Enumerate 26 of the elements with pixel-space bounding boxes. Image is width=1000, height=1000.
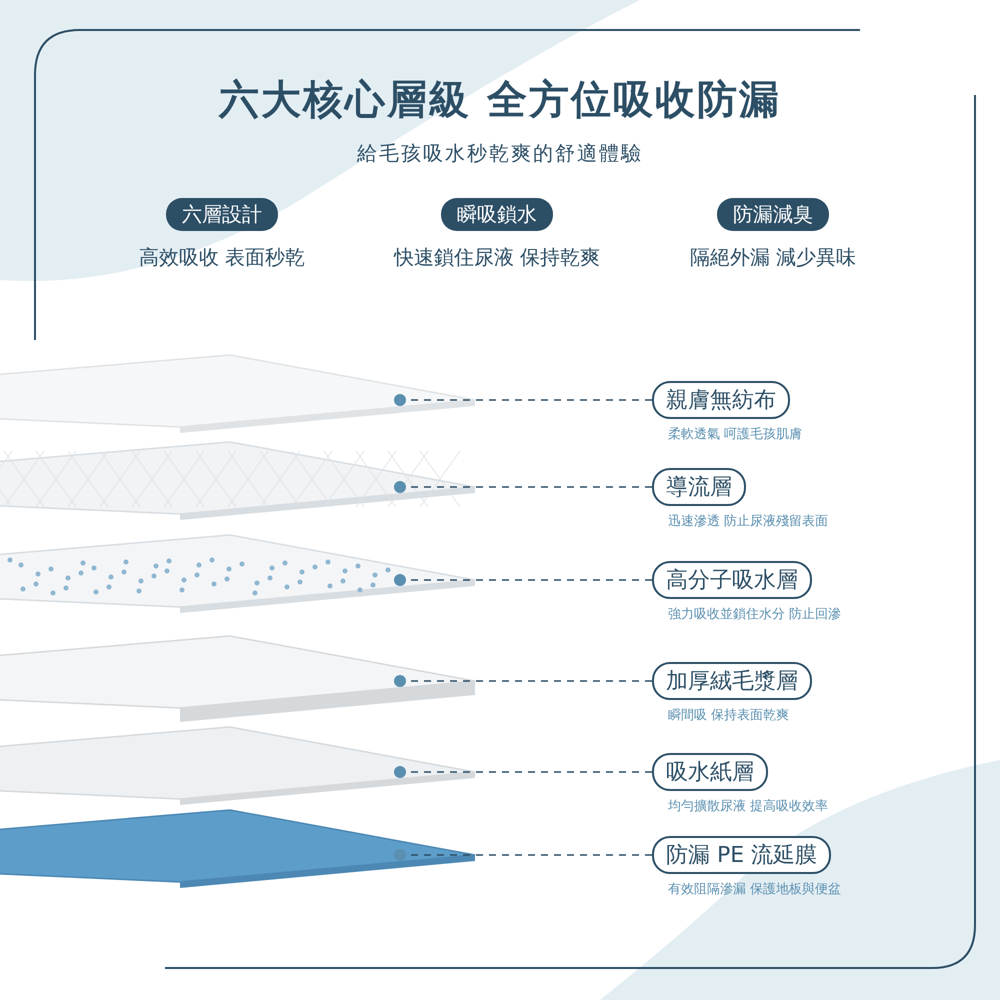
feature-description: 隔絕外漏 減少異味	[690, 244, 856, 271]
subtitle: 給毛孩吸水秒乾爽的舒適體驗	[356, 140, 644, 167]
feature-description: 高效吸收 表面秒乾	[138, 244, 306, 271]
feature-tag: 瞬吸鎖水	[441, 198, 553, 231]
layer-description: 有效阻隔滲漏 保護地板與便盆	[668, 881, 842, 898]
layer-name-label: 親膚無紡布	[652, 381, 790, 419]
layer-name-label: 導流層	[652, 468, 746, 506]
leader-line	[394, 394, 652, 406]
leader-line	[394, 481, 652, 493]
leader-line	[394, 766, 652, 778]
layer-name-label: 吸水紙層	[652, 753, 768, 791]
title: 六大核心層級 全方位吸收防漏	[217, 76, 782, 125]
layer-name-label: 加厚絨毛漿層	[652, 662, 812, 700]
leader-line	[394, 849, 652, 861]
layer-description: 強力吸收並鎖住水分 防止回滲	[668, 606, 842, 623]
feature-description: 快速鎖住尿液 保持乾爽	[394, 244, 600, 271]
feature-tag: 防漏減臭	[717, 198, 829, 231]
feature-tag: 六層設計	[166, 198, 278, 231]
layer-description: 均勻擴散尿液 提高吸收效率	[668, 798, 828, 815]
layer-name-label: 防漏 PE 流延膜	[652, 836, 832, 874]
layer-name-label: 高分子吸水層	[652, 561, 812, 599]
layer-description: 柔軟透氣 呵護毛孩肌膚	[668, 426, 802, 443]
leader-line	[394, 574, 652, 586]
layer-description: 瞬間吸 保持表面乾爽	[668, 707, 790, 724]
leader-line	[394, 675, 652, 687]
layer-description: 迅速滲透 防止尿液殘留表面	[668, 513, 828, 530]
